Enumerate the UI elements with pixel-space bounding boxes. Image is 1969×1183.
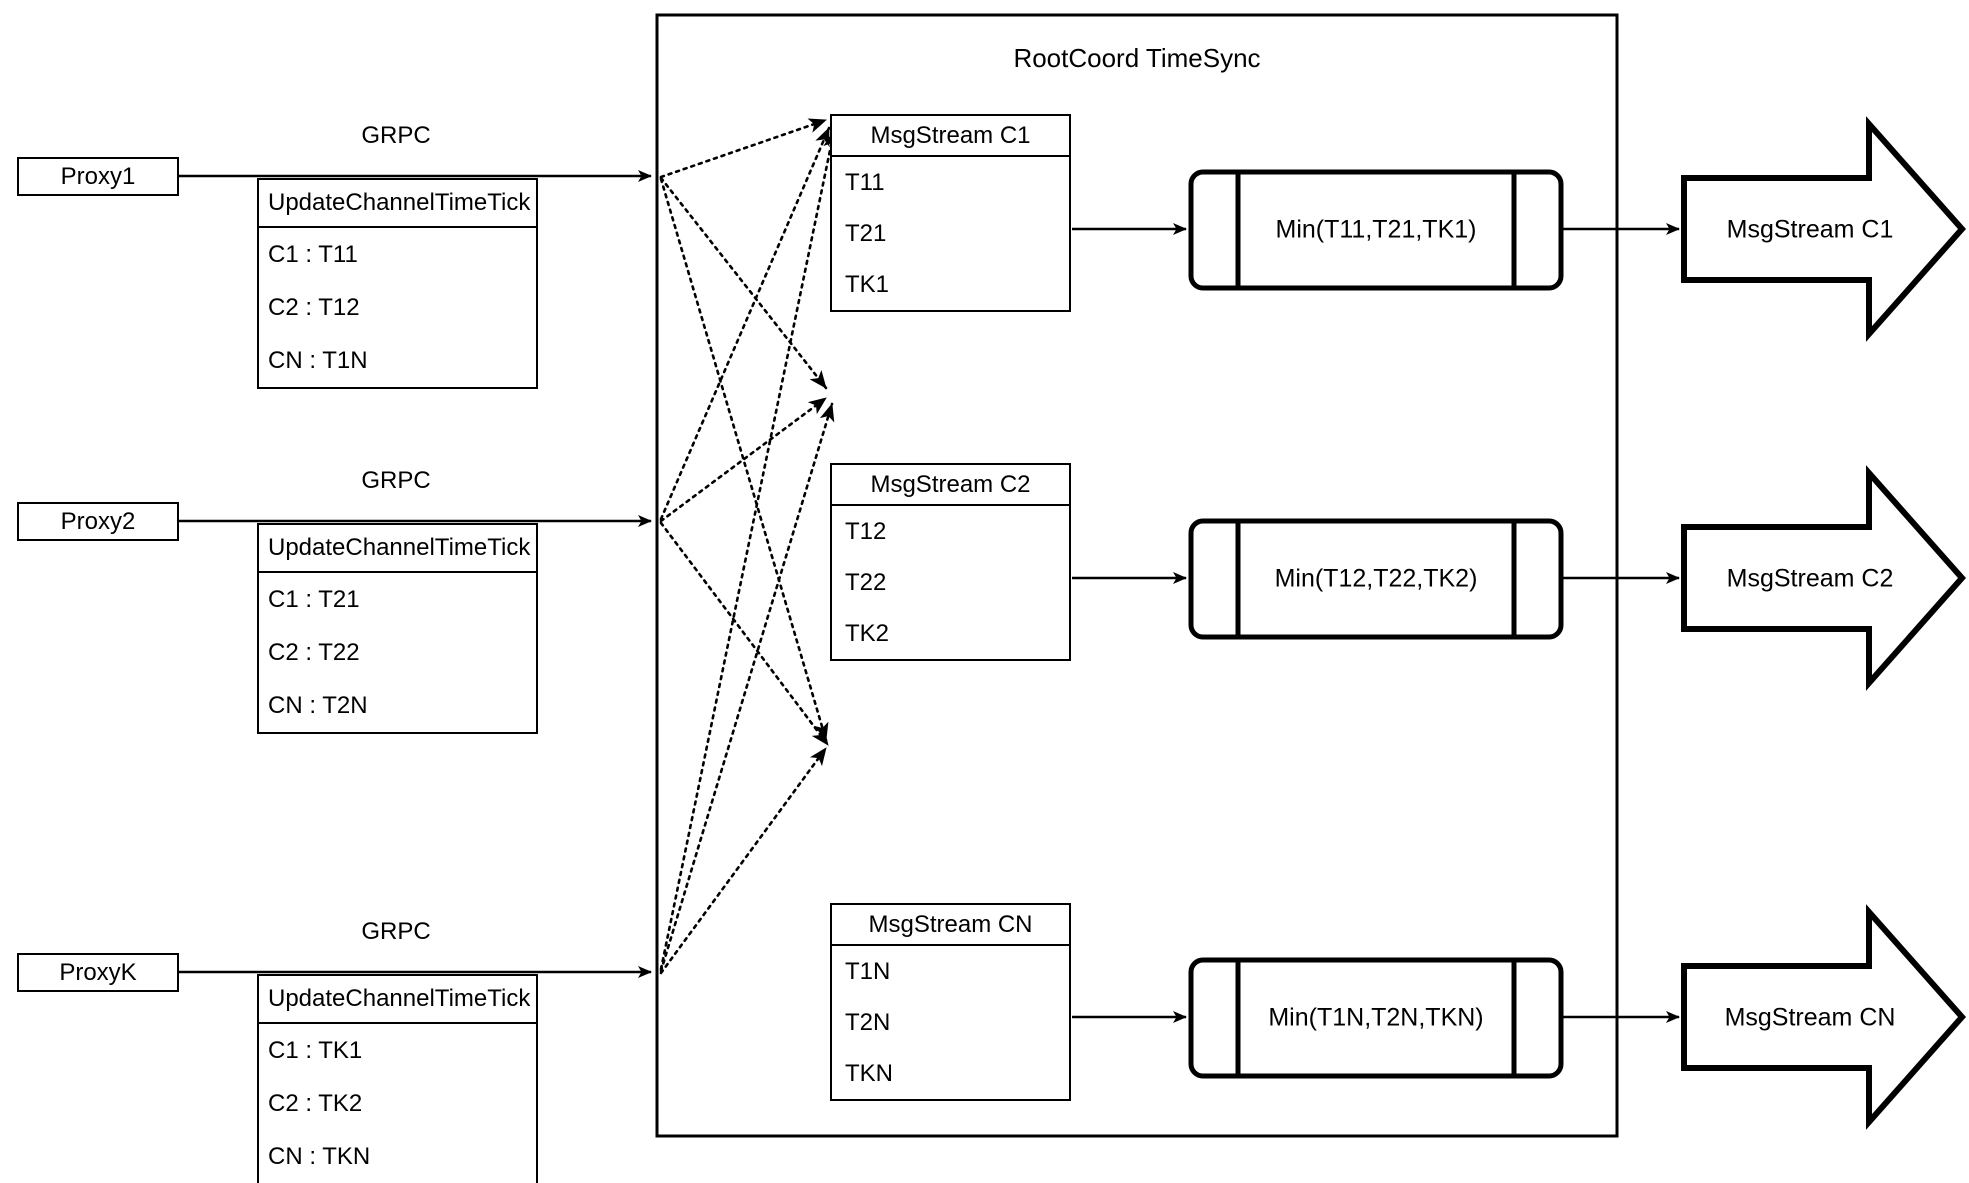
output-arrow-label-1: MsgStream C1 — [1726, 215, 1894, 244]
update-channel-timetick-table-3: UpdateChannelTimeTick C1 : TK1 C2 : TK2 … — [257, 974, 538, 1183]
uct-header-2: UpdateChannelTimeTick — [259, 525, 536, 573]
min-process-shape-2 — [1188, 518, 1564, 640]
rootcoord-container-title: RootCoord TimeSync — [1013, 43, 1261, 73]
grpc-label-3: GRPC — [361, 918, 431, 945]
output-arrow-label-3: MsgStream CN — [1724, 1003, 1896, 1032]
dispatch-edge-p2-cn — [659, 521, 830, 747]
dispatch-edge-p2-c1 — [659, 126, 831, 521]
msgstream-row: TK2 — [845, 619, 890, 647]
msgstream-row: T1N — [845, 957, 891, 985]
msgstream-row: T11 — [845, 168, 885, 196]
uct-row: CN : T2N — [268, 691, 368, 719]
min-label-3: Min(T1N,T2N,TKN) — [1268, 1003, 1484, 1032]
msgstream-row: T2N — [845, 1008, 891, 1036]
uct-row: C2 : T22 — [268, 638, 360, 666]
msgstream-table-2: MsgStream C2 T12 T22 TK2 — [830, 463, 1071, 661]
proxy-label-2: Proxy2 — [60, 507, 136, 535]
uct-header-1: UpdateChannelTimeTick — [259, 180, 536, 228]
output-block-arrow-3 — [1681, 904, 1967, 1130]
msgstream-header-3: MsgStream CN — [832, 905, 1069, 946]
dispatch-edge-p1-c1 — [659, 118, 828, 179]
update-channel-timetick-table-2: UpdateChannelTimeTick C1 : T21 C2 : T22 … — [257, 523, 538, 734]
dispatch-edge-pk-c1 — [659, 129, 838, 971]
output-arrow-label-2: MsgStream C2 — [1726, 564, 1894, 593]
min-label-2: Min(T12,T22,TK2) — [1274, 564, 1478, 593]
output-block-arrow-2 — [1681, 465, 1967, 691]
grpc-label-2: GRPC — [361, 467, 431, 494]
output-block-arrow-1 — [1681, 116, 1967, 342]
msgstream-row: T21 — [845, 219, 887, 247]
uct-header-3: UpdateChannelTimeTick — [259, 976, 536, 1024]
dispatch-edge-pk-c2 — [659, 402, 835, 973]
msgstream-header-2: MsgStream C2 — [832, 465, 1069, 506]
uct-row: C1 : T11 — [268, 240, 358, 268]
update-channel-timetick-table-1: UpdateChannelTimeTick C1 : T11 C2 : T12 … — [257, 178, 538, 389]
proxy-label-3: ProxyK — [59, 958, 137, 986]
uct-row: C2 : T12 — [268, 293, 360, 321]
msgstream-header-1: MsgStream C1 — [832, 116, 1069, 157]
dispatch-edge-pk-cn — [659, 746, 828, 975]
min-process-shape-1 — [1188, 169, 1564, 291]
msgstream-table-3: MsgStream CN T1N T2N TKN — [830, 903, 1071, 1101]
uct-row: C2 : TK2 — [268, 1089, 363, 1117]
proxy-box-3[interactable]: ProxyK — [17, 953, 179, 992]
proxy-box-1[interactable]: Proxy1 — [17, 157, 179, 196]
grpc-label-1: GRPC — [361, 122, 431, 149]
uct-row: C1 : T21 — [268, 585, 360, 613]
uct-row: CN : T1N — [268, 346, 368, 374]
min-process-shape-3 — [1188, 957, 1564, 1079]
msgstream-row: T12 — [845, 517, 887, 545]
timetick-dispatch-edges — [659, 118, 838, 975]
uct-row: C1 : TK1 — [268, 1036, 363, 1064]
uct-row: CN : TKN — [268, 1142, 371, 1170]
msgstream-table-1: MsgStream C1 T11 T21 TK1 — [830, 114, 1071, 312]
msgstream-row: TK1 — [845, 270, 890, 298]
rootcoord-container-box — [655, 13, 1619, 1138]
dispatch-edge-p2-c2 — [659, 396, 828, 523]
dispatch-edge-p1-c2 — [659, 176, 828, 390]
min-label-1: Min(T11,T21,TK1) — [1275, 215, 1477, 244]
proxy-box-2[interactable]: Proxy2 — [17, 502, 179, 541]
msgstream-row: T22 — [845, 568, 887, 596]
proxy-label-1: Proxy1 — [60, 162, 136, 190]
msgstream-row: TKN — [845, 1059, 893, 1087]
dispatch-edge-p1-cn — [659, 177, 829, 742]
